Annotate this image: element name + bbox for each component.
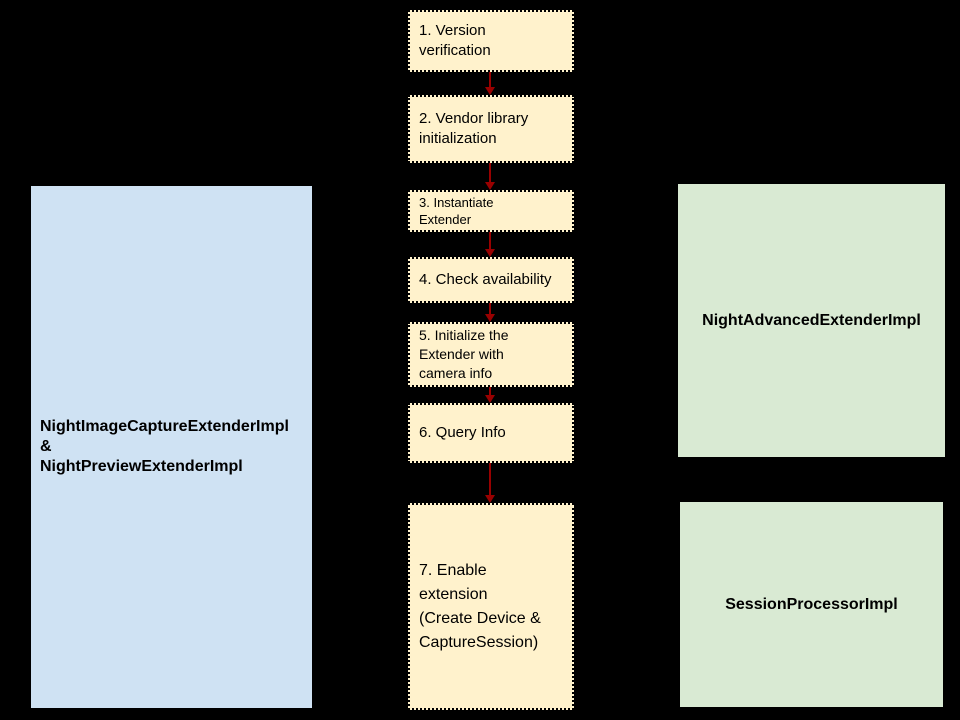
flow-arrow-1-2 — [484, 72, 496, 95]
arrow-down-icon — [485, 395, 495, 403]
flow-step-2-vendor-library-init: 2. Vendor library initialization — [408, 95, 574, 163]
flow-arrow-6-7 — [484, 463, 496, 503]
arrow-line — [489, 163, 491, 184]
flow-arrow-2-3 — [484, 163, 496, 190]
arrow-line — [489, 232, 491, 251]
arrow-line — [489, 303, 491, 316]
right-night-advanced-box: NightAdvancedExtenderImpl — [678, 184, 945, 457]
arrow-line — [489, 72, 491, 89]
right-session-processor-box: SessionProcessorImpl — [680, 502, 943, 707]
arrow-down-icon — [485, 314, 495, 322]
right-session-processor-label: SessionProcessorImpl — [725, 595, 898, 613]
flow-step-7-enable-extension: 7. Enable extension (Create Device & Cap… — [408, 503, 574, 710]
flow-step-6-query-info: 6. Query Info — [408, 403, 574, 463]
right-night-advanced-label: NightAdvancedExtenderImpl — [702, 311, 921, 329]
arrow-down-icon — [485, 182, 495, 190]
flow-arrow-3-4 — [484, 232, 496, 257]
flow-arrow-4-5 — [484, 303, 496, 322]
left-impl-box: NightImageCaptureExtenderImpl & NightPre… — [31, 186, 312, 708]
flow-arrow-5-6 — [484, 387, 496, 403]
arrow-down-icon — [485, 249, 495, 257]
flow-step-3-instantiate-extender: 3. Instantiate Extender — [408, 190, 574, 232]
left-impl-box-label: NightImageCaptureExtenderImpl & NightPre… — [40, 418, 289, 475]
arrow-down-icon — [485, 495, 495, 503]
arrow-line — [489, 387, 491, 397]
flow-step-4-check-availability: 4. Check availability — [408, 257, 574, 303]
flow-step-1-version-verification: 1. Version verification — [408, 10, 574, 72]
arrow-down-icon — [485, 87, 495, 95]
arrow-line — [489, 463, 491, 497]
flow-step-5-initialize-extender: 5. Initialize the Extender with camera i… — [408, 322, 574, 387]
